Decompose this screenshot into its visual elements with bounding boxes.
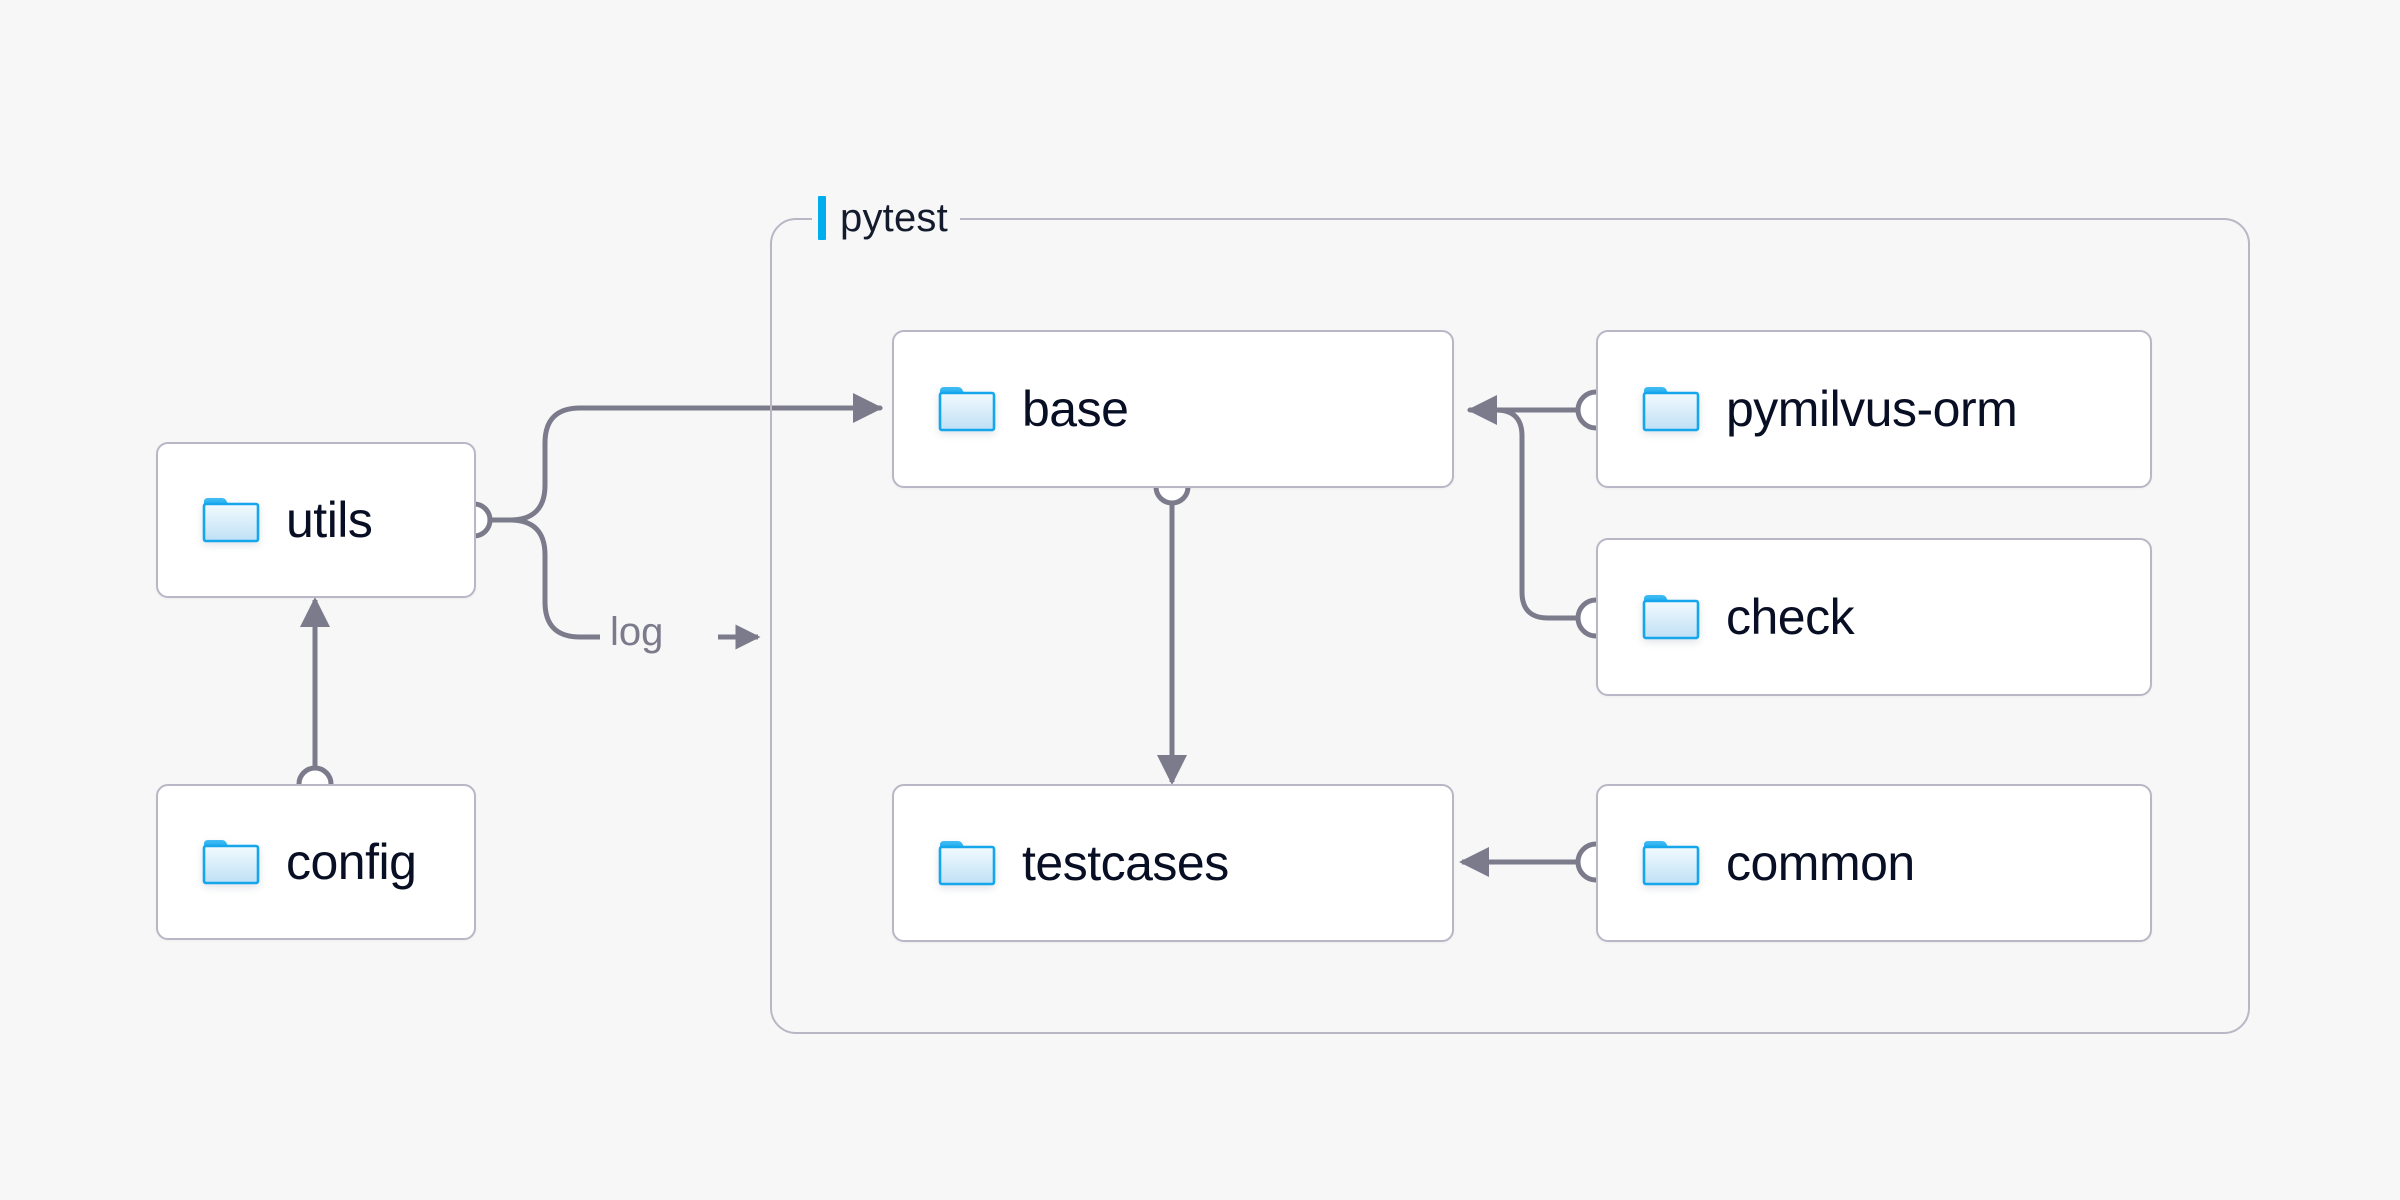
folder-icon xyxy=(938,387,996,432)
node-label: pymilvus-orm xyxy=(1726,381,2018,437)
node-base[interactable]: base xyxy=(892,330,1454,488)
node-label: check xyxy=(1726,589,1855,645)
folder-icon xyxy=(202,498,260,543)
node-common[interactable]: common xyxy=(1596,784,2152,942)
group-accent-bar xyxy=(818,196,826,240)
folder-icon xyxy=(1642,595,1700,640)
node-label: utils xyxy=(286,492,373,548)
node-testcases[interactable]: testcases xyxy=(892,784,1454,942)
group-title-text: pytest xyxy=(840,196,948,240)
folder-icon xyxy=(202,840,260,885)
edge-label-log: log xyxy=(600,612,674,652)
folder-icon xyxy=(1642,387,1700,432)
pytest-group-label: pytest xyxy=(812,192,960,244)
node-pymilvus-orm[interactable]: pymilvus-orm xyxy=(1596,330,2152,488)
node-utils[interactable]: utils xyxy=(156,442,476,598)
node-label: base xyxy=(1022,381,1129,437)
folder-icon xyxy=(938,841,996,886)
node-check[interactable]: check xyxy=(1596,538,2152,696)
folder-icon xyxy=(1642,841,1700,886)
node-label: config xyxy=(286,834,417,890)
node-label: testcases xyxy=(1022,835,1229,891)
node-label: common xyxy=(1726,835,1915,891)
pytest-group-container xyxy=(770,218,2250,1034)
node-config[interactable]: config xyxy=(156,784,476,940)
edge-config-to-utils xyxy=(296,597,334,803)
